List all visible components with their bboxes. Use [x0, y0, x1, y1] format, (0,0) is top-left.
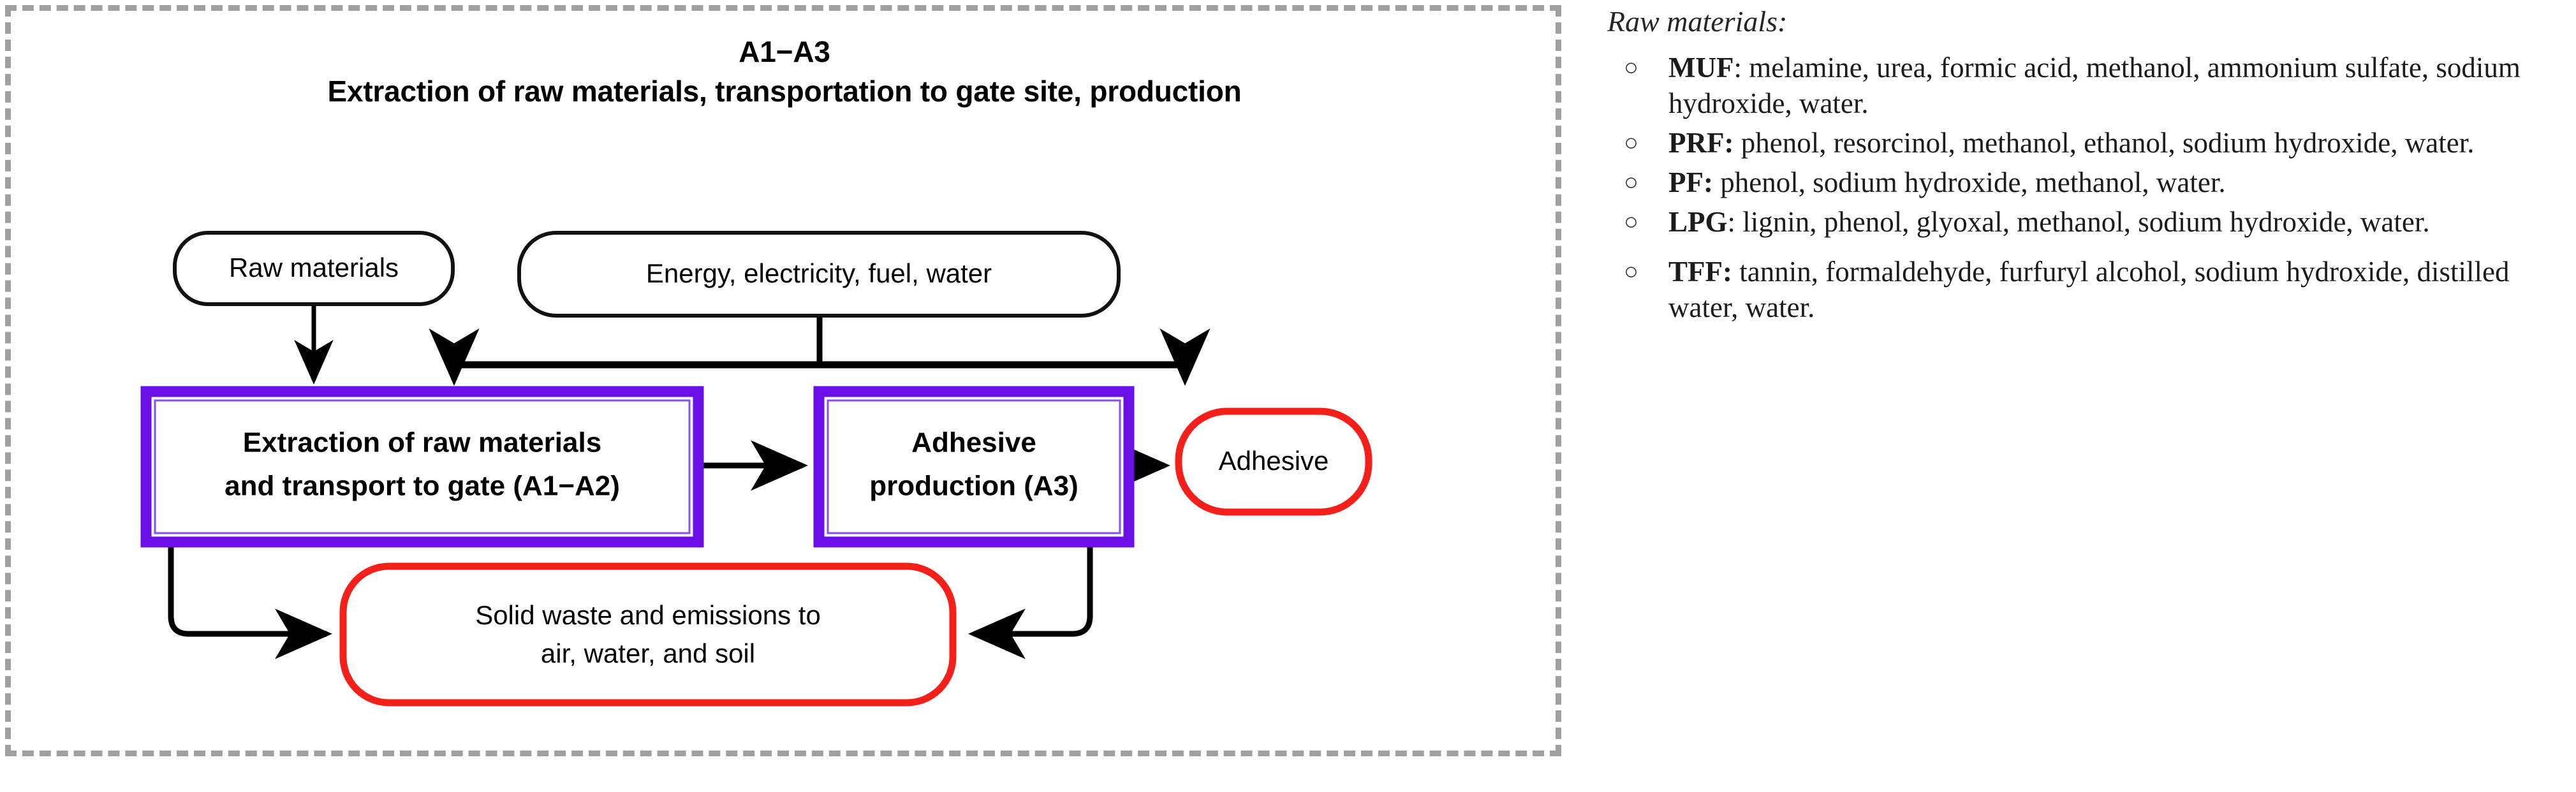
list-item-abbr: LPG — [1668, 206, 1728, 238]
list-item: ○ PF: phenol, sodium hydroxide, methanol… — [1607, 165, 2576, 200]
node-label-adhesive: Adhesive — [1219, 446, 1329, 476]
raw-materials-panel: Raw materials: ○ MUF: melamine, urea, fo… — [1607, 0, 2576, 792]
list-item: ○ PRF: phenol, resorcinol, methanol, eth… — [1607, 125, 2576, 161]
list-item-text: tannin, formaldehyde, furfuryl alcohol, … — [1668, 256, 2510, 323]
node-label-adhesive-production-line1: Adhesive — [911, 427, 1036, 458]
diagram-title-line2: Extraction of raw materials, transportat… — [327, 75, 1242, 108]
list-item-abbr: PRF: — [1668, 127, 1734, 159]
node-input-energy: Energy, electricity, fuel, water — [517, 231, 1121, 318]
node-process-extraction: Extraction of raw materials and transpor… — [140, 386, 704, 548]
circle-bullet-icon: ○ — [1624, 258, 1638, 285]
circle-bullet-icon: ○ — [1624, 54, 1638, 81]
system-boundary-dashed-box — [5, 5, 1561, 756]
raw-materials-heading: Raw materials: — [1607, 5, 1788, 38]
list-item-abbr: MUF — [1668, 52, 1734, 84]
diagram-title-line1: A1−A3 — [739, 35, 830, 68]
list-item-separator: : — [1727, 206, 1743, 238]
list-item: ○ TFF: tannin, formaldehyde, furfuryl al… — [1607, 254, 2576, 325]
list-item-separator — [1732, 256, 1739, 288]
node-label-energy: Energy, electricity, fuel, water — [646, 258, 992, 288]
list-item: ○ LPG: lignin, phenol, glyoxal, methanol… — [1607, 204, 2576, 240]
list-item: ○ MUF: melamine, urea, formic acid, meth… — [1607, 50, 2576, 121]
list-item-abbr: PF: — [1668, 166, 1713, 198]
node-label-adhesive-production-line2: production (A3) — [869, 471, 1078, 502]
arrow-adhesive-production-to-waste — [968, 546, 1093, 659]
system-boundary-diagram: A1−A3 Extraction of raw materials, trans… — [5, 5, 1561, 756]
node-label-raw-materials: Raw materials — [229, 253, 399, 282]
diagram-title: A1−A3 Extraction of raw materials, trans… — [19, 32, 1550, 111]
list-item-separator — [1713, 166, 1720, 198]
node-label-waste-line1: Solid waste and emissions to — [475, 600, 821, 630]
node-output-adhesive: Adhesive — [1175, 407, 1373, 516]
circle-bullet-icon: ○ — [1624, 169, 1638, 196]
list-item-abbr: TFF: — [1668, 256, 1732, 288]
circle-bullet-icon: ○ — [1624, 129, 1638, 156]
raw-materials-list: ○ MUF: melamine, urea, formic acid, meth… — [1607, 50, 2576, 329]
node-output-waste: Solid waste and emissions to air, water,… — [339, 562, 957, 707]
node-input-raw-materials: Raw materials — [173, 231, 455, 306]
node-label-extraction-line2: and transport to gate (A1−A2) — [224, 471, 620, 502]
node-label-extraction-line1: Extraction of raw materials — [243, 427, 601, 458]
list-item-text: phenol, sodium hydroxide, methanol, wate… — [1720, 166, 2226, 198]
node-label-waste-line2: air, water, and soil — [541, 638, 755, 668]
flow-chart-svg: Raw materials Energy, electricity, fuel,… — [140, 231, 1373, 707]
list-item-separator: : — [1733, 52, 1749, 84]
circle-bullet-icon: ○ — [1624, 209, 1638, 235]
list-item-separator — [1733, 127, 1741, 159]
node-process-adhesive-production: Adhesive production (A3) — [813, 386, 1135, 548]
arrow-extraction-to-waste — [168, 546, 332, 659]
list-item-text: phenol, resorcinol, methanol, ethanol, s… — [1741, 127, 2475, 159]
list-item-text: melamine, urea, formic acid, methanol, a… — [1668, 52, 2521, 119]
list-item-text: lignin, phenol, glyoxal, methanol, sodiu… — [1742, 206, 2430, 238]
